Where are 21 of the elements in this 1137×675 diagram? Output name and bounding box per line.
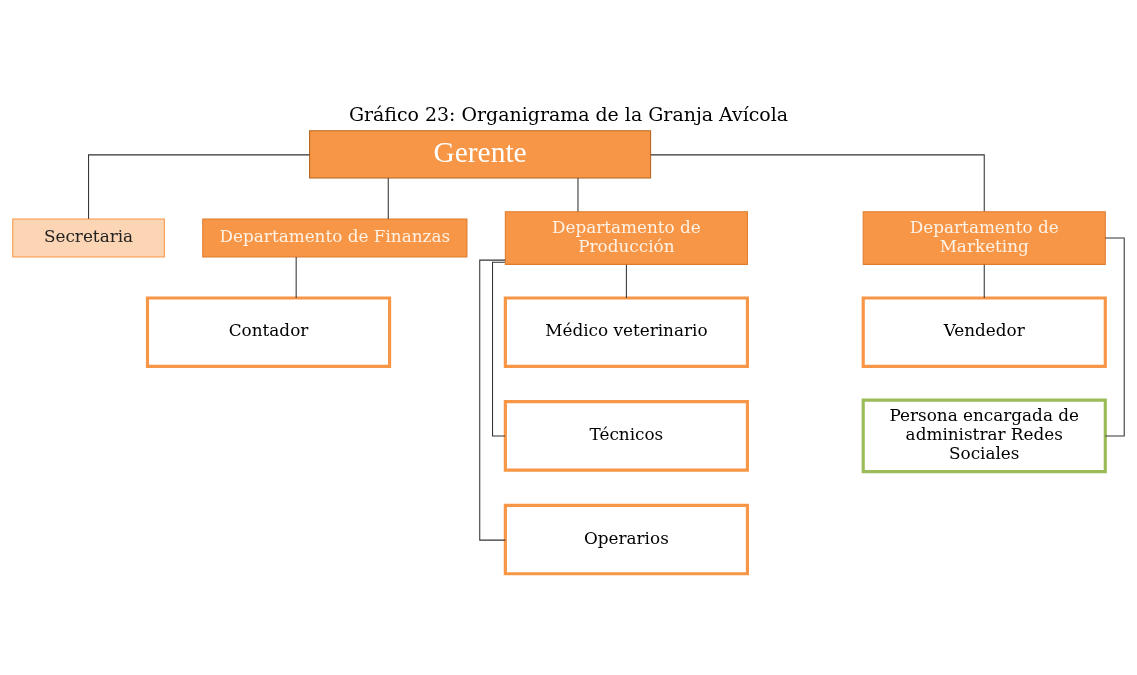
node-box: Contador [145,296,392,368]
node-box: Operarios [503,503,749,576]
connector [577,177,579,213]
node-box: Departamento de Producción [504,211,748,265]
diagram-title: Gráfico 23: Organigrama de la Granja Avícola [348,102,789,125]
node-box: Gerente [309,130,652,179]
node-box: Médico veterinario [503,296,749,368]
connector [983,264,985,299]
connector [88,154,311,220]
node-box: Secretaria [12,218,165,258]
connector [479,259,506,541]
connector [295,256,297,299]
node-box: Departamento de Marketing [862,211,1106,265]
connector [387,177,389,220]
node-box: Técnicos [503,400,749,472]
node-box: Departamento de Finanzas [202,218,468,258]
connector [650,154,985,212]
connector [625,264,627,299]
node-box: Persona encargada de administrar Redes Sociales [861,398,1107,474]
node-box: Vendedor [861,296,1107,368]
connector [1104,237,1125,437]
